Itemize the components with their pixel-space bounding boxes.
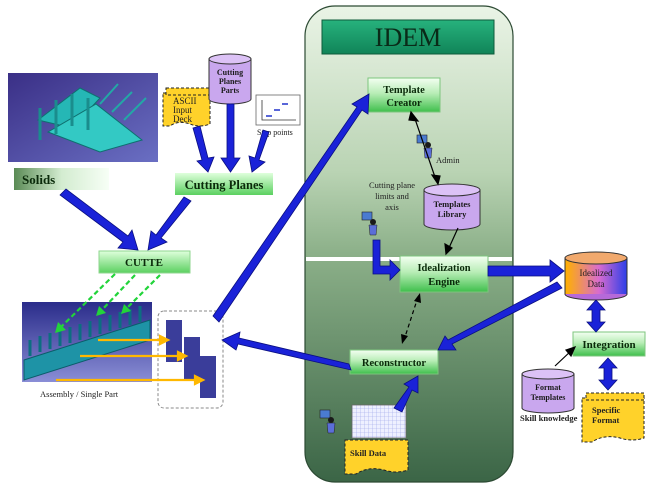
green-arrowheads [55, 304, 131, 333]
arrow-engine-to-data [487, 259, 565, 283]
ascii-line2: Input [173, 105, 192, 115]
green-dashed-arrows [59, 273, 161, 329]
solids-label: Solids [22, 172, 55, 187]
format-templates-line2: Templates [531, 393, 566, 402]
assembly-label: Assembly / Single Part [40, 389, 119, 399]
arrow-user-to-engine [372, 239, 401, 281]
idealized-data-line2: Data [588, 279, 605, 289]
idealization-engine-line2: Engine [428, 277, 460, 288]
cutting-planes-label: Cutting Planes [185, 178, 264, 192]
idealized-data-db: Idealized Data [564, 251, 628, 301]
skill-knowledge-label: Skill knowledge [520, 413, 578, 423]
cpp-line3: Parts [221, 86, 239, 95]
arrow-ascii-to-cp [192, 125, 215, 173]
reconstructor-node: Reconstructor [349, 349, 439, 375]
format-templates-line1: Format [535, 383, 561, 392]
black-arrows [408, 110, 577, 367]
idem-title-box: IDEM [321, 19, 495, 55]
specific-format-line1: Specific [592, 405, 621, 415]
idealized-data-line1: Idealized [580, 268, 613, 278]
skill-user-icon [319, 409, 336, 434]
specific-format-line2: Format [592, 415, 620, 425]
admin-label: Admin [436, 155, 460, 165]
solids-cad-image [8, 73, 158, 162]
reconstructor-label: Reconstructor [362, 358, 426, 369]
templates-library-db: Templates Library [423, 183, 481, 231]
assembly-image: Assembly / Single Part [22, 302, 152, 399]
format-templates-db: Format Templates [521, 368, 575, 414]
template-creator-node: Template Creator [367, 77, 441, 113]
template-creator-line1: Template [383, 85, 425, 96]
arrow-recon-to-slices [221, 331, 352, 371]
yellow-arrows [56, 334, 206, 386]
arrow-integration-specific [598, 357, 618, 391]
cutte-label: CUTTE [125, 257, 163, 269]
specific-format-doc: Specific Format [581, 392, 645, 443]
cutting-plane-user-icon [361, 211, 378, 236]
arrow-cpp-to-cp [220, 103, 241, 173]
arrow-step-to-cp [248, 129, 270, 173]
integration-label: Integration [582, 339, 635, 351]
cutting-plane-line3: axis [385, 202, 399, 212]
templates-library-line2: Library [438, 209, 468, 219]
template-creator-line2: Creator [386, 98, 422, 109]
skill-data-doc: Skill Data [344, 439, 409, 475]
ascii-line1: ASCII [173, 96, 197, 106]
skill-data-grid [351, 404, 407, 439]
cutting-plane-line1: Cutting plane [369, 180, 415, 190]
cutting-plane-line2: limits and [375, 191, 410, 201]
arrow-cuttingplanes-to-cutte [147, 196, 192, 251]
cutting-planes-box: Cutting Planes [175, 173, 273, 195]
skill-data-label: Skill Data [350, 448, 387, 458]
ascii-line3: Deck [173, 114, 192, 124]
arrow-data-to-recon [437, 281, 563, 351]
blue-arrows [59, 93, 618, 413]
idem-title: IDEM [375, 23, 441, 52]
ascii-input-deck-doc: ASCII Input Deck [162, 87, 211, 127]
idealization-engine-node: Idealization Engine [399, 255, 489, 293]
slices-box [157, 310, 224, 409]
cutte-node: CUTTE [98, 250, 191, 274]
idem-panel [304, 5, 514, 483]
templates-library-line1: Templates [434, 199, 472, 209]
arrow-skill-to-recon [393, 375, 419, 413]
arrow-solids-to-cutte [59, 188, 139, 251]
integration-node: Integration [572, 331, 646, 357]
cpp-line1: Cutting [217, 68, 243, 77]
step-points-label: Step points [257, 128, 293, 137]
solids-label-box: Solids [14, 168, 109, 190]
arrow-template-library [413, 115, 437, 181]
step-points-graphic: Step points [255, 94, 301, 137]
cutting-planes-parts-db: Cutting Planes Parts [208, 53, 252, 105]
arrow-data-integration [586, 299, 606, 333]
cpp-line2: Planes [219, 77, 241, 86]
dashed-arrow-engine-recon [401, 293, 421, 344]
arrow-slices-to-template [212, 93, 370, 323]
idealization-engine-line1: Idealization [417, 263, 470, 274]
